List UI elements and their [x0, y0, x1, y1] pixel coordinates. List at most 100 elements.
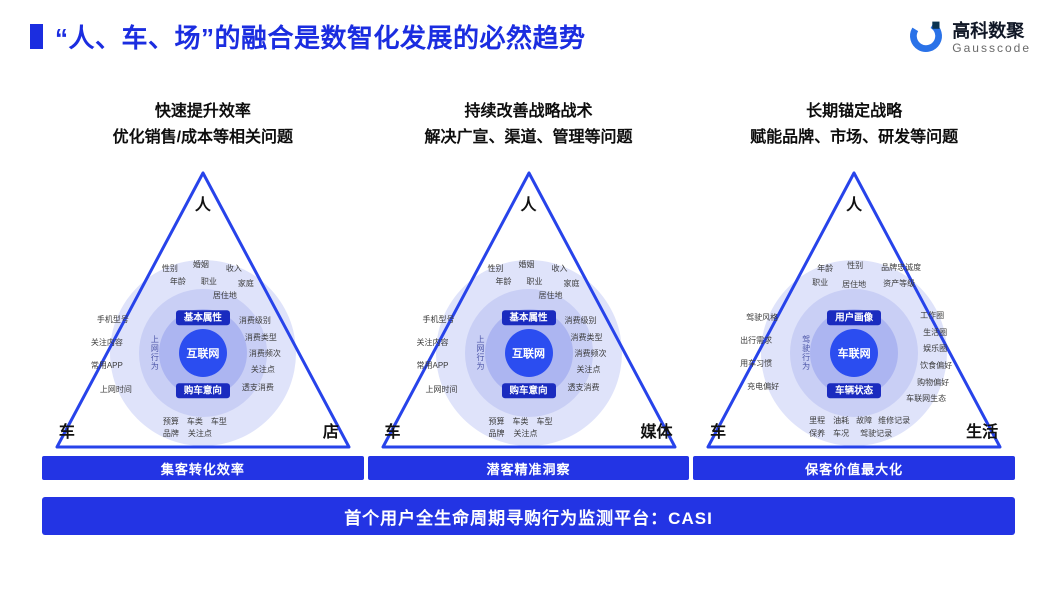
data-label: 生活圈: [923, 328, 948, 337]
platform-banner: 首个用户全生命周期寻购行为监测平台：CASI: [42, 497, 1015, 535]
column-2: 持续改善战略战术解决广宣、渠道、管理等问题互联网基本属性购车意向上网行为人车媒体…: [367, 95, 690, 480]
column-heading: 快速提升效率优化销售/成本等相关问题: [42, 95, 364, 157]
data-label: 透支消费: [567, 383, 600, 392]
data-label: 车联网生态: [906, 394, 947, 403]
data-label: 关注内容: [90, 338, 123, 347]
vertex-top-label: 人: [520, 197, 537, 214]
data-label: 家庭: [237, 279, 254, 288]
data-label: 维修记录: [878, 416, 911, 425]
data-label: 婚姻: [192, 260, 209, 269]
data-label: 居住地: [842, 280, 867, 289]
data-label: 资产等级: [883, 279, 916, 288]
kpi-bar: 保客价值最大化: [693, 456, 1016, 480]
attribute-pill-bottom: 购车意向: [175, 383, 230, 399]
data-label: 充电偏好: [747, 382, 780, 391]
data-label: 消费频次: [248, 349, 281, 358]
data-label: 性别: [847, 261, 864, 270]
data-label: 油耗: [833, 416, 850, 425]
data-label: 手机型号: [96, 315, 129, 324]
triangle-rings-graphic: [706, 171, 1002, 449]
heading-line: 解决广宣、渠道、管理等问题: [424, 129, 633, 146]
kpi-bar: 潜客精准洞察: [367, 456, 690, 480]
heading-line: 持续改善战略战术: [464, 103, 593, 120]
columns: 快速提升效率优化销售/成本等相关问题互联网 基本属性购车意向 上网行为 人车 店 性别 婚姻…: [42, 95, 1016, 480]
data-label: 消费级别: [238, 316, 271, 325]
data-label: 关注内容: [416, 338, 449, 347]
data-label: 关注点: [250, 365, 275, 374]
data-label: 购物偏好: [917, 378, 950, 387]
data-label: 年龄: [169, 277, 186, 286]
kpi-bar: 集客转化效率: [42, 456, 364, 480]
data-label: 关注点: [187, 429, 212, 438]
logo-name: 高科数聚: [952, 21, 1025, 42]
attribute-pill-top: 基本属性: [175, 310, 230, 326]
data-label: 收入: [225, 264, 242, 273]
column-3: 长期锚定战略赋能品牌、市场、研发等问题车联网用户画像车辆状态驾驶行为人车生活年龄…: [693, 95, 1016, 480]
column-1: 快速提升效率优化销售/成本等相关问题互联网基本属性购车意向上网行为人车店性别婚姻…: [42, 95, 364, 480]
data-label: 驾驶记录: [860, 429, 893, 438]
ring-vertical-label: 上网行为: [476, 335, 485, 371]
column-heading: 长期锚定战略赋能品牌、市场、研发等问题: [693, 95, 1015, 157]
logo-text: 高科数聚 Gausscode: [952, 21, 1031, 55]
attribute-pill-top: 用户画像: [827, 310, 882, 326]
attribute-pill-bottom: 购车意向: [501, 383, 556, 399]
data-label: 车型: [210, 417, 227, 426]
data-label: 居住地: [538, 291, 563, 300]
triangle-diagram: 互联网基本属性购车意向上网行为人车媒体性别婚姻收入年龄职业家庭居住地手机型号关注…: [369, 163, 689, 451]
vertex-bottom-right-label: 生活: [966, 424, 999, 441]
data-label: 驾驶风格: [746, 313, 779, 322]
data-label: 娱乐圈: [923, 344, 948, 353]
data-label: 消费频次: [574, 349, 607, 358]
title-block: “人、车、场”的融合是数智化发展的必然趋势: [30, 18, 586, 55]
data-label: 预算: [162, 417, 179, 426]
data-label: 故障: [856, 416, 873, 425]
data-label: 性别: [161, 264, 178, 273]
data-label: 上网时间: [99, 385, 132, 394]
data-label: 车型: [536, 417, 553, 426]
data-label: 关注点: [513, 429, 538, 438]
page-title: “人、车、场”的融合是数智化发展的必然趋势: [55, 23, 586, 53]
data-label: 年龄: [817, 264, 834, 273]
title-marker: [30, 24, 43, 49]
center-network-label: 互联网: [186, 348, 220, 360]
data-label: 品牌: [488, 429, 505, 438]
data-label: 品牌忠诚度: [881, 263, 922, 272]
data-label: 品牌: [162, 429, 179, 438]
triangle-rings-graphic: [381, 171, 676, 449]
attribute-pill-bottom: 车辆状态: [827, 383, 882, 399]
data-label: 透支消费: [241, 383, 274, 392]
data-label: 家庭: [563, 279, 580, 288]
data-label: 职业: [812, 278, 829, 287]
vertex-bottom-left-label: 车: [58, 424, 75, 441]
header: “人、车、场”的融合是数智化发展的必然趋势 高科数聚 Gausscode: [30, 18, 1031, 59]
ring-vertical-label: 驾驶行为: [801, 335, 811, 371]
data-label: 年龄: [495, 277, 512, 286]
data-label: 上网时间: [425, 385, 458, 394]
data-label: 常用APP: [416, 361, 449, 370]
vertex-top-label: 人: [194, 197, 211, 214]
data-label: 关注点: [576, 365, 601, 374]
data-label: 手机型号: [422, 315, 455, 324]
data-label: 车类: [186, 417, 203, 426]
vertex-top-label: 人: [846, 197, 863, 214]
data-label: 预算: [488, 417, 505, 426]
logo-subname: Gausscode: [952, 40, 1031, 55]
data-label: 饮食偏好: [920, 361, 953, 370]
vertex-bottom-right-label: 店: [322, 424, 339, 441]
data-label: 里程: [809, 416, 826, 425]
triangle-diagram: 互联网基本属性购车意向上网行为人车店性别婚姻收入年龄职业家庭居住地手机型号关注内…: [43, 163, 363, 451]
data-label: 保养: [809, 429, 826, 438]
heading-line: 长期锚定战略: [806, 103, 903, 120]
triangle-diagram: 车联网用户画像车辆状态驾驶行为人车生活年龄性别品牌忠诚度职业居住地资产等级驾驶风…: [694, 163, 1014, 451]
data-label: 收入: [551, 264, 568, 273]
data-label: 用车习惯: [740, 359, 773, 368]
data-label: 车况: [833, 429, 850, 438]
heading-line: 优化销售/成本等相关问题: [112, 129, 294, 146]
center-network-label: 互联网: [512, 348, 545, 360]
data-label: 职业: [200, 277, 217, 286]
data-label: 婚姻: [518, 260, 535, 269]
vertex-bottom-right-label: 媒体: [640, 424, 673, 441]
data-label: 消费类型: [244, 333, 277, 342]
data-label: 居住地: [212, 291, 237, 300]
logo: 高科数聚 Gausscode: [908, 18, 1031, 59]
